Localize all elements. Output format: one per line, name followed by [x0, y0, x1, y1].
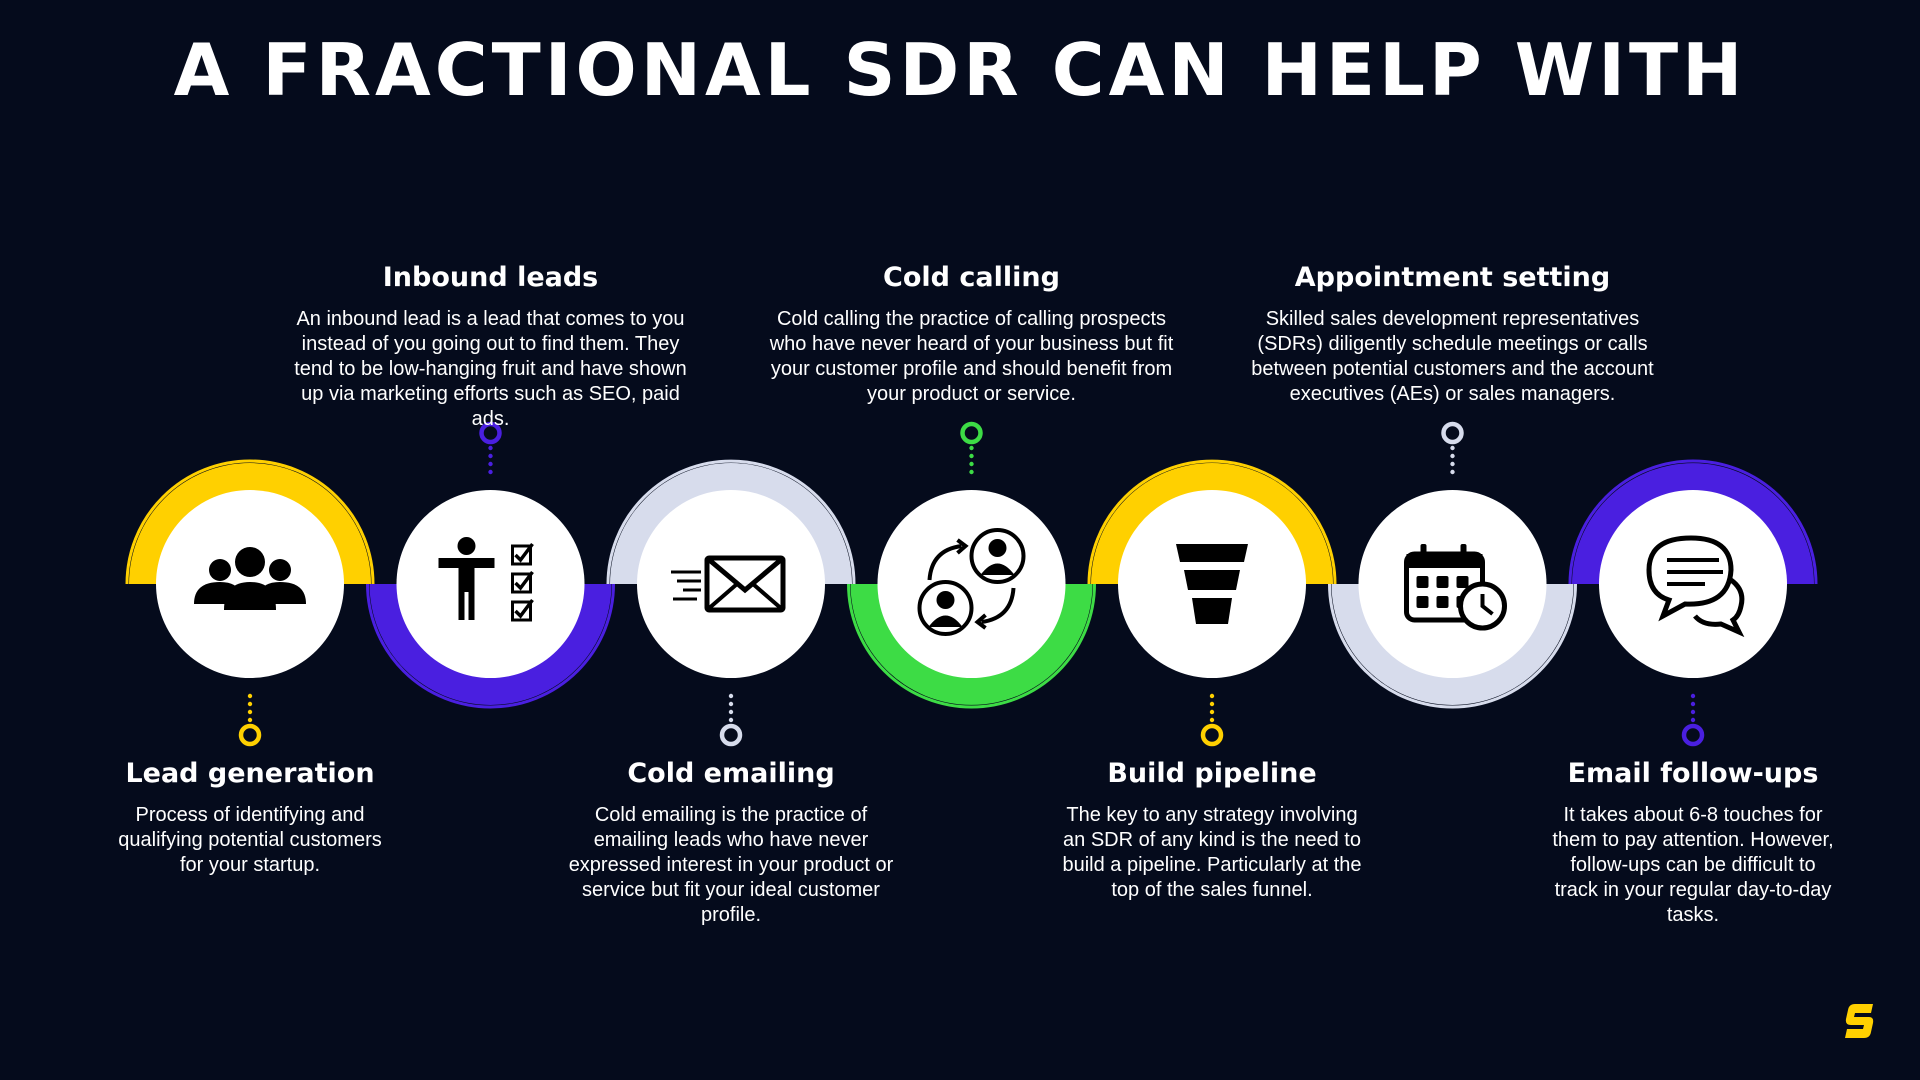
step-arc: [850, 584, 1093, 705]
connector: [1690, 693, 1696, 723]
envelope-icon: [671, 555, 786, 613]
step-6: [1328, 421, 1577, 709]
connector: [488, 445, 493, 475]
step-description: Cold calling the practice of calling pro…: [769, 308, 1174, 405]
connector-marker: [479, 421, 502, 445]
connector-marker: [719, 723, 743, 747]
step-2: [366, 421, 615, 709]
people-exchange-icon: [917, 528, 1026, 636]
person-checklist-icon: [438, 537, 534, 622]
step-circle: [1358, 490, 1547, 678]
step-arc: [369, 584, 612, 705]
connector-marker: [1681, 723, 1705, 747]
group-icon: [194, 547, 306, 610]
step-heading: Appointment setting: [1294, 262, 1611, 293]
brand-logo-icon: [1845, 1004, 1874, 1038]
connector-marker: [1441, 421, 1464, 445]
calendar-clock-icon: [1404, 544, 1507, 631]
step-description: The key to any strategy involving an SDR…: [1062, 804, 1362, 901]
step-heading: Cold emailing: [627, 758, 835, 789]
step-arc: [1572, 463, 1814, 584]
connector-marker: [238, 723, 262, 747]
step-circle: [637, 490, 825, 678]
connector: [1209, 693, 1215, 723]
step-description: An inbound lead is a lead that comes to …: [294, 308, 687, 430]
page-title: A FRACTIONAL SDR CAN HELP WITH: [173, 28, 1747, 112]
step-circle: [877, 490, 1066, 678]
step-description: Process of identifying and qualifying po…: [118, 804, 382, 876]
step-circle: [396, 490, 585, 678]
connector: [247, 693, 253, 723]
step-arc: [129, 463, 371, 584]
step-7: [1568, 459, 1818, 747]
step-1: [125, 459, 375, 747]
step-3: [606, 459, 856, 747]
connector: [728, 693, 734, 723]
step-ring: [1568, 459, 1818, 585]
connector: [969, 445, 974, 475]
step-description: It takes about 6-8 touches for them to p…: [1552, 804, 1834, 926]
connector: [1450, 445, 1455, 475]
step-ring: [1087, 459, 1337, 585]
step-ring: [606, 459, 856, 585]
step-description: Cold emailing is the practice of emailin…: [568, 804, 894, 926]
step-heading: Inbound leads: [382, 262, 599, 293]
step-ring: [847, 583, 1096, 709]
step-arc: [1091, 463, 1333, 584]
step-arc: [1331, 584, 1574, 705]
step-4: [847, 421, 1096, 709]
step-heading: Lead generation: [125, 758, 375, 789]
step-description: Skilled sales development representative…: [1251, 308, 1654, 405]
step-heading: Build pipeline: [1107, 758, 1317, 789]
step-5: [1087, 459, 1337, 747]
connector-marker: [1200, 723, 1224, 747]
connector-marker: [960, 421, 983, 445]
step-ring: [366, 583, 615, 709]
step-arc: [610, 463, 852, 584]
step-heading: Cold calling: [883, 262, 1060, 293]
step-ring: [125, 459, 375, 585]
chat-bubbles-icon: [1646, 535, 1745, 638]
step-ring: [1328, 583, 1577, 709]
funnel-icon: [1176, 544, 1248, 624]
step-heading: Email follow-ups: [1567, 758, 1819, 789]
